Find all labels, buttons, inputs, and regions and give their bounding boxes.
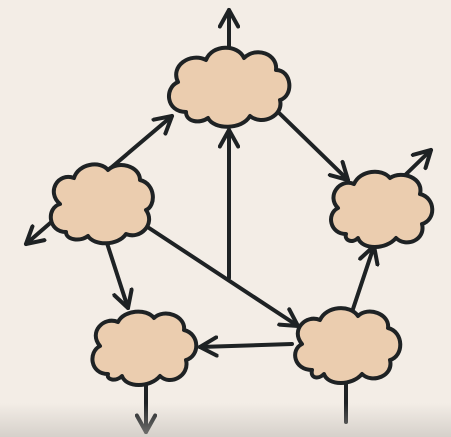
cloud-bottom-left [90, 309, 199, 387]
cloud-right [329, 169, 435, 249]
edge-top-to-right [272, 106, 348, 180]
edge-left-to-bottom-left [104, 238, 128, 308]
edge-left-to-top [104, 116, 172, 174]
edge-bottom-right-to-bottom-left [200, 344, 294, 347]
edge-bottom-right-to-right [350, 246, 374, 314]
edge-left-to-bottom-right [144, 224, 298, 326]
cloud-top [167, 45, 292, 129]
cloud-left [49, 162, 155, 246]
cloud-bottom-right [293, 306, 403, 385]
